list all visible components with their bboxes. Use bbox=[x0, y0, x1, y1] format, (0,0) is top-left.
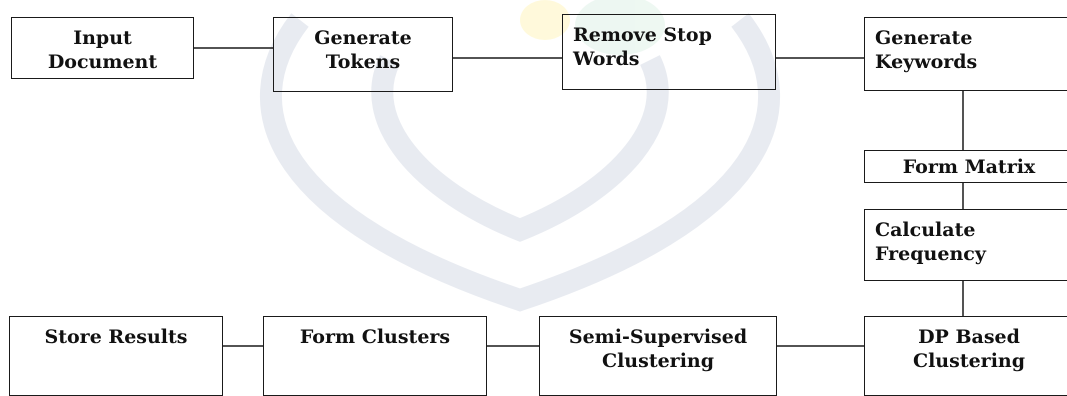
node-semi-supervised-clustering-label: Semi-Supervised Clustering bbox=[568, 326, 748, 372]
node-remove-stop-words: Remove Stop Words bbox=[562, 14, 776, 90]
node-dp-based-clustering-label: DP Based Clustering bbox=[912, 326, 1026, 372]
node-calculate-frequency-label: Calculate Frequency bbox=[875, 219, 986, 265]
watermark-emblem bbox=[259, 0, 781, 312]
connector-lines bbox=[193, 47, 964, 347]
node-store-results: Store Results bbox=[9, 316, 223, 396]
node-remove-stop-words-label: Remove Stop Words bbox=[573, 24, 712, 70]
node-generate-keywords-label: Generate Keywords bbox=[875, 27, 978, 73]
node-generate-tokens: Generate Tokens bbox=[273, 17, 453, 92]
node-semi-supervised-clustering: Semi-Supervised Clustering bbox=[539, 316, 777, 396]
node-form-clusters: Form Clusters bbox=[263, 316, 487, 396]
node-input-document-label: Input Document bbox=[47, 27, 158, 73]
node-store-results-label: Store Results bbox=[44, 326, 188, 348]
node-generate-tokens-label: Generate Tokens bbox=[314, 27, 412, 73]
node-dp-based-clustering: DP Based Clustering bbox=[864, 316, 1067, 396]
node-generate-keywords: Generate Keywords bbox=[864, 17, 1067, 91]
node-calculate-frequency: Calculate Frequency bbox=[864, 209, 1067, 281]
node-input-document: Input Document bbox=[11, 17, 194, 79]
node-form-clusters-label: Form Clusters bbox=[299, 326, 451, 348]
node-form-matrix-label: Form Matrix bbox=[902, 156, 1036, 178]
node-form-matrix: Form Matrix bbox=[864, 150, 1067, 183]
